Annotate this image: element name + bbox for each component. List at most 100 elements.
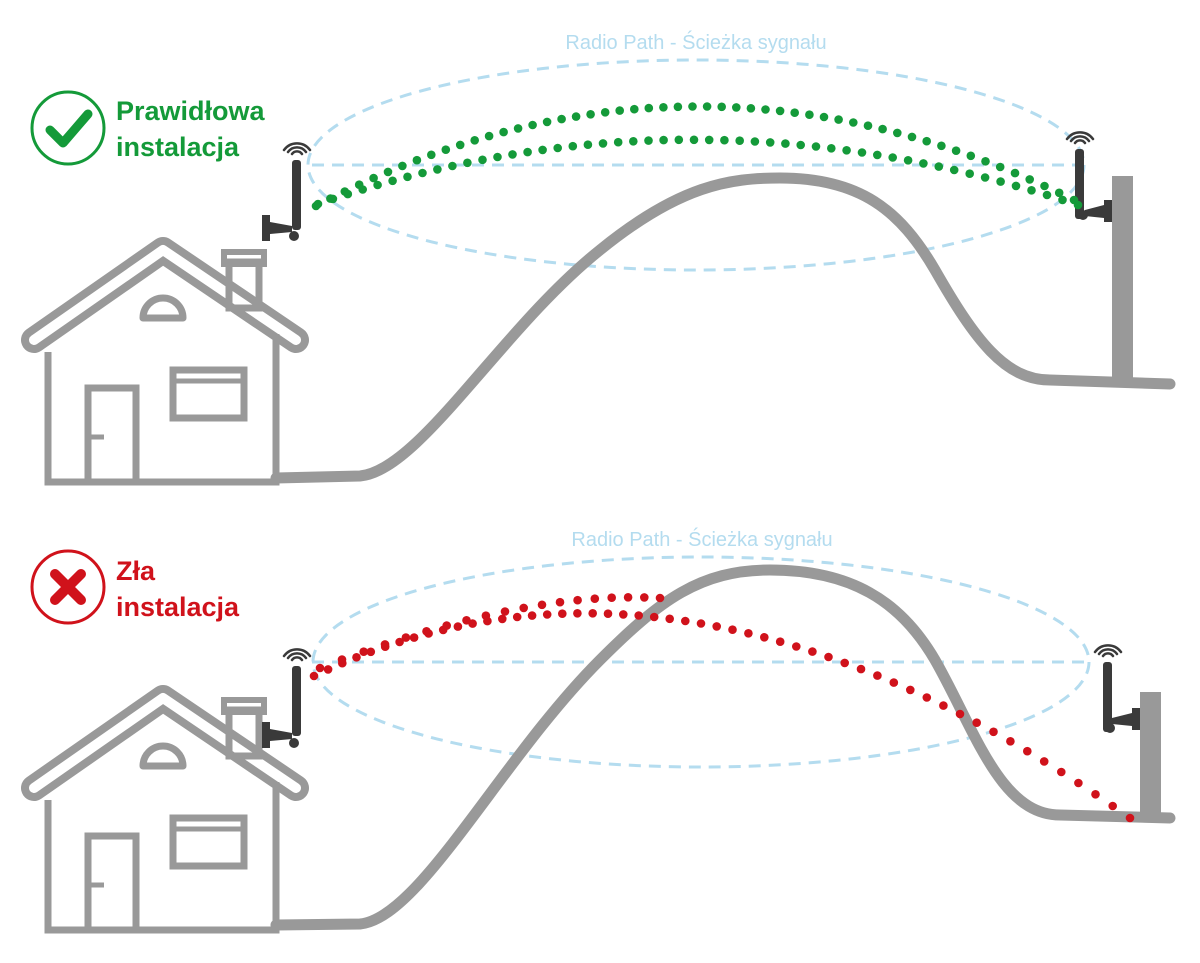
signal-dot: [808, 647, 817, 656]
signal-dot: [590, 594, 600, 603]
signal-dot: [412, 155, 422, 165]
signal-dot: [1042, 190, 1052, 200]
signal-dot: [613, 137, 623, 147]
signal-dot: [922, 136, 931, 146]
signal-dot: [939, 701, 948, 710]
signal-dot: [478, 155, 487, 165]
signal-dot: [1125, 813, 1135, 823]
signal-dot: [1058, 195, 1067, 205]
signal-dot: [750, 137, 760, 146]
signal-dot: [383, 167, 393, 177]
signal-dot: [373, 180, 382, 190]
signal-dot: [343, 189, 353, 199]
signal-dot: [433, 165, 442, 174]
signal-dot: [744, 629, 753, 638]
signal-dot: [1010, 168, 1020, 178]
signal-dot: [674, 135, 684, 145]
signal-dot: [775, 637, 785, 646]
signal-dot: [398, 161, 407, 171]
signal-dot: [409, 633, 419, 642]
signal-dot: [728, 625, 737, 634]
signal-dot: [746, 104, 756, 113]
signal-dot: [470, 136, 480, 145]
status-label-line1: Prawidłowa: [116, 96, 266, 126]
signal-path-bad: [309, 593, 1135, 823]
signal-dot: [1073, 200, 1083, 210]
house: [34, 698, 296, 930]
signal-dot: [607, 593, 616, 602]
signal-dot: [1006, 737, 1015, 746]
signal-dot: [615, 106, 624, 115]
signal-dot: [934, 162, 944, 171]
signal-dot: [972, 718, 981, 727]
signal-dot: [659, 135, 668, 145]
signal-dot: [388, 176, 397, 186]
signal-dot: [649, 612, 659, 622]
signal-dot: [717, 102, 726, 112]
signal-dot: [659, 103, 668, 112]
signal-dot: [427, 150, 436, 160]
signal-dot: [323, 665, 333, 674]
panel-correct: Prawidłowa instalacja Radio Path - Ścież…: [30, 30, 1176, 482]
signal-dot: [328, 194, 338, 204]
signal-dot: [681, 616, 690, 626]
signal-dot: [906, 685, 915, 695]
signal-dot: [542, 610, 552, 619]
signal-dot: [498, 614, 507, 624]
signal-dot: [1023, 746, 1032, 756]
signal-dot: [315, 663, 325, 673]
signal-dot: [573, 609, 582, 618]
house: [34, 250, 296, 482]
signal-dot: [834, 115, 843, 124]
signal-dot: [555, 597, 565, 607]
signal-dot: [922, 693, 932, 702]
signal-dot: [781, 139, 790, 148]
signal-dot: [937, 141, 946, 151]
signal-dot: [955, 709, 965, 719]
signal-dot: [453, 622, 463, 631]
signal-dot: [720, 135, 729, 145]
antenna-left: [262, 648, 312, 748]
signal-dot: [965, 169, 974, 178]
signal-dot: [919, 159, 928, 168]
signal-dot: [735, 136, 744, 145]
antenna-left: [262, 142, 312, 241]
signal-dot: [840, 658, 849, 668]
signal-dot: [508, 150, 517, 159]
signal-dot: [688, 102, 697, 111]
signal-dot: [441, 145, 451, 154]
signal-dot: [702, 102, 712, 111]
signal-dot: [481, 611, 491, 620]
signal-dot: [462, 616, 471, 625]
signal-dot: [583, 140, 593, 149]
signal-dot: [603, 609, 613, 618]
signal-dot: [673, 102, 683, 112]
signal-dot: [619, 610, 628, 619]
signal-dot: [732, 103, 741, 112]
signal-dot: [951, 146, 961, 155]
signal-dot: [512, 612, 522, 622]
signal-dot: [796, 140, 805, 150]
signal-dot: [765, 138, 775, 147]
signal-dot: [842, 146, 851, 155]
status-label-line2: instalacja: [116, 132, 240, 162]
radio-path-label: Radio Path - Ścieżka sygnału: [571, 527, 832, 551]
signal-dot: [395, 637, 404, 647]
signal-dot: [401, 633, 411, 642]
signal-dot: [542, 117, 552, 127]
check-icon: [30, 90, 106, 166]
signal-dot: [557, 114, 566, 124]
status-label-line2: instalacja: [116, 592, 240, 622]
signal-dot: [1027, 186, 1036, 195]
signal-dot: [1054, 188, 1064, 198]
signal-dot: [640, 593, 649, 602]
signal-dot: [313, 199, 323, 209]
signal-dot: [527, 611, 537, 620]
signal-dot: [588, 609, 597, 618]
signal-dot: [827, 144, 836, 153]
signal-dot: [352, 653, 361, 662]
signal-dot: [629, 137, 638, 146]
signal-dot: [980, 173, 990, 182]
signal-dot: [856, 664, 866, 674]
signal-dot: [586, 110, 595, 119]
